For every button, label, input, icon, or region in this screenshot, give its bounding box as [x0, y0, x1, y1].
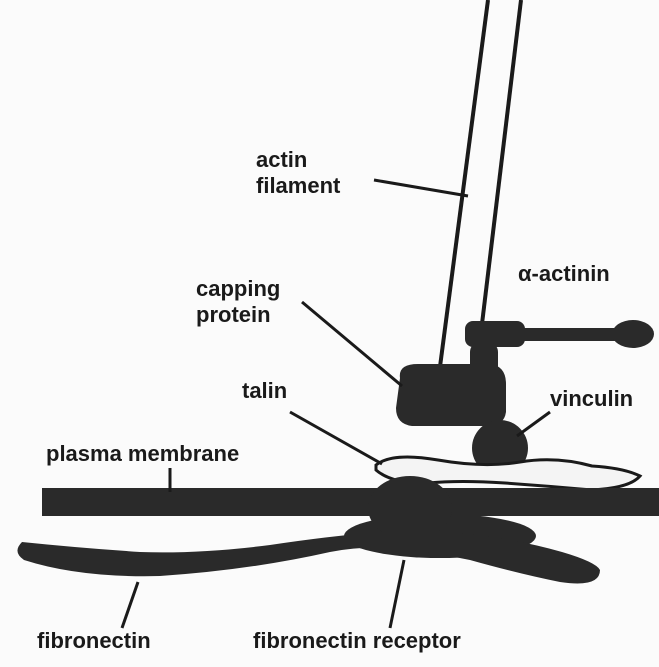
- plasma-membrane-shape: [42, 488, 659, 516]
- vinculin-label: vinculin: [550, 386, 633, 412]
- fibronectin-receptor-label: fibronectin receptor: [253, 628, 461, 654]
- alpha-actinin-label: α-actinin: [518, 261, 610, 287]
- actin-filament-label: actin filament: [256, 147, 340, 199]
- capping-label-line2: protein: [196, 302, 280, 328]
- capping-protein-shape: [396, 364, 506, 426]
- fibronectin-label: fibronectin: [37, 628, 151, 654]
- capping-label-line1: capping: [196, 276, 280, 302]
- actin-label-line2: filament: [256, 173, 340, 199]
- actin-label-line1: actin: [256, 147, 340, 173]
- plasma-membrane-label: plasma membrane: [46, 441, 239, 467]
- talin-label: talin: [242, 378, 287, 404]
- capping-protein-label: capping protein: [196, 276, 280, 328]
